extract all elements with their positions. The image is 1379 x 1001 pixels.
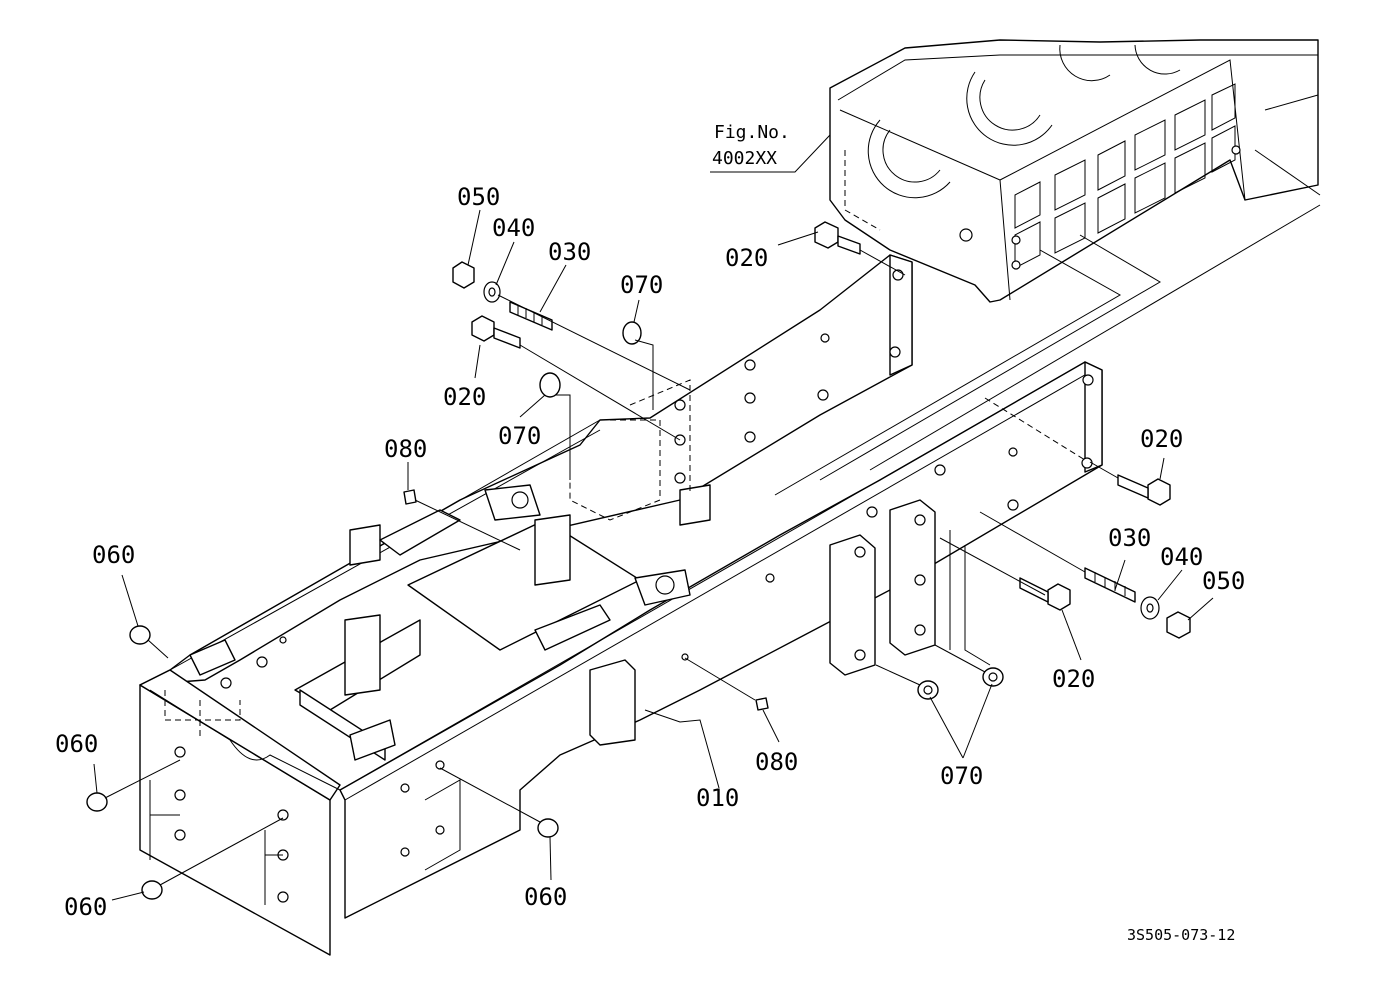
callout-070-top: 070 (620, 271, 663, 299)
callout-020-right-top: 020 (1140, 425, 1183, 453)
stud-030-top (509, 301, 553, 331)
callout-010: 010 (696, 784, 739, 812)
fig-no-label: Fig.No. (714, 122, 790, 143)
callout-050-top: 050 (457, 183, 500, 211)
figure-reference: Fig.No. 4002XX (710, 122, 831, 173)
fasteners (86, 221, 1191, 900)
callout-020-right-bottom: 020 (1052, 665, 1095, 693)
callout-070-mid: 070 (498, 422, 541, 450)
callout-060-left-bottom: 060 (64, 893, 107, 921)
nut-050-right (1166, 611, 1191, 639)
bolt-020-right-top (1147, 478, 1171, 506)
collar-070-mid (539, 372, 561, 398)
callout-labels: 050 040 030 070 020 020 070 080 060 060 … (55, 183, 1245, 921)
callout-060-left-top: 060 (92, 541, 135, 569)
bolt-020-top-right (814, 221, 839, 249)
callout-040-top: 040 (492, 214, 535, 242)
screw-080-top (403, 489, 417, 505)
front-frame-010 (139, 254, 1103, 956)
callout-030-right: 030 (1108, 524, 1151, 552)
callout-080-bottom: 080 (755, 748, 798, 776)
callout-030-top: 030 (548, 238, 591, 266)
collar-060-left-top (129, 625, 151, 645)
callout-020-top-right: 020 (725, 244, 768, 272)
fig-no-value: 4002XX (712, 148, 777, 169)
callout-070-bottom: 070 (940, 762, 983, 790)
drawing-code: 3S505-073-12 (1127, 926, 1235, 944)
collar-060-bottom (537, 818, 559, 838)
callout-020-top-left: 020 (443, 383, 486, 411)
nut-050-top (452, 261, 475, 289)
collar-070-top (622, 321, 642, 345)
leader-lines (93, 209, 1214, 901)
callout-060-left-mid: 060 (55, 730, 98, 758)
callout-040-right: 040 (1160, 543, 1203, 571)
callout-050-right: 050 (1202, 567, 1245, 595)
stud-030-right (1084, 567, 1136, 603)
collar-060-left-mid (86, 792, 108, 812)
collar-060-left-bottom (141, 880, 163, 900)
bolt-020-right-bottom (1047, 583, 1071, 611)
bolt-020-top-left (471, 315, 495, 342)
callout-060-bottom: 060 (524, 883, 567, 911)
callout-080-top: 080 (384, 435, 427, 463)
screw-080-bottom (755, 697, 769, 711)
